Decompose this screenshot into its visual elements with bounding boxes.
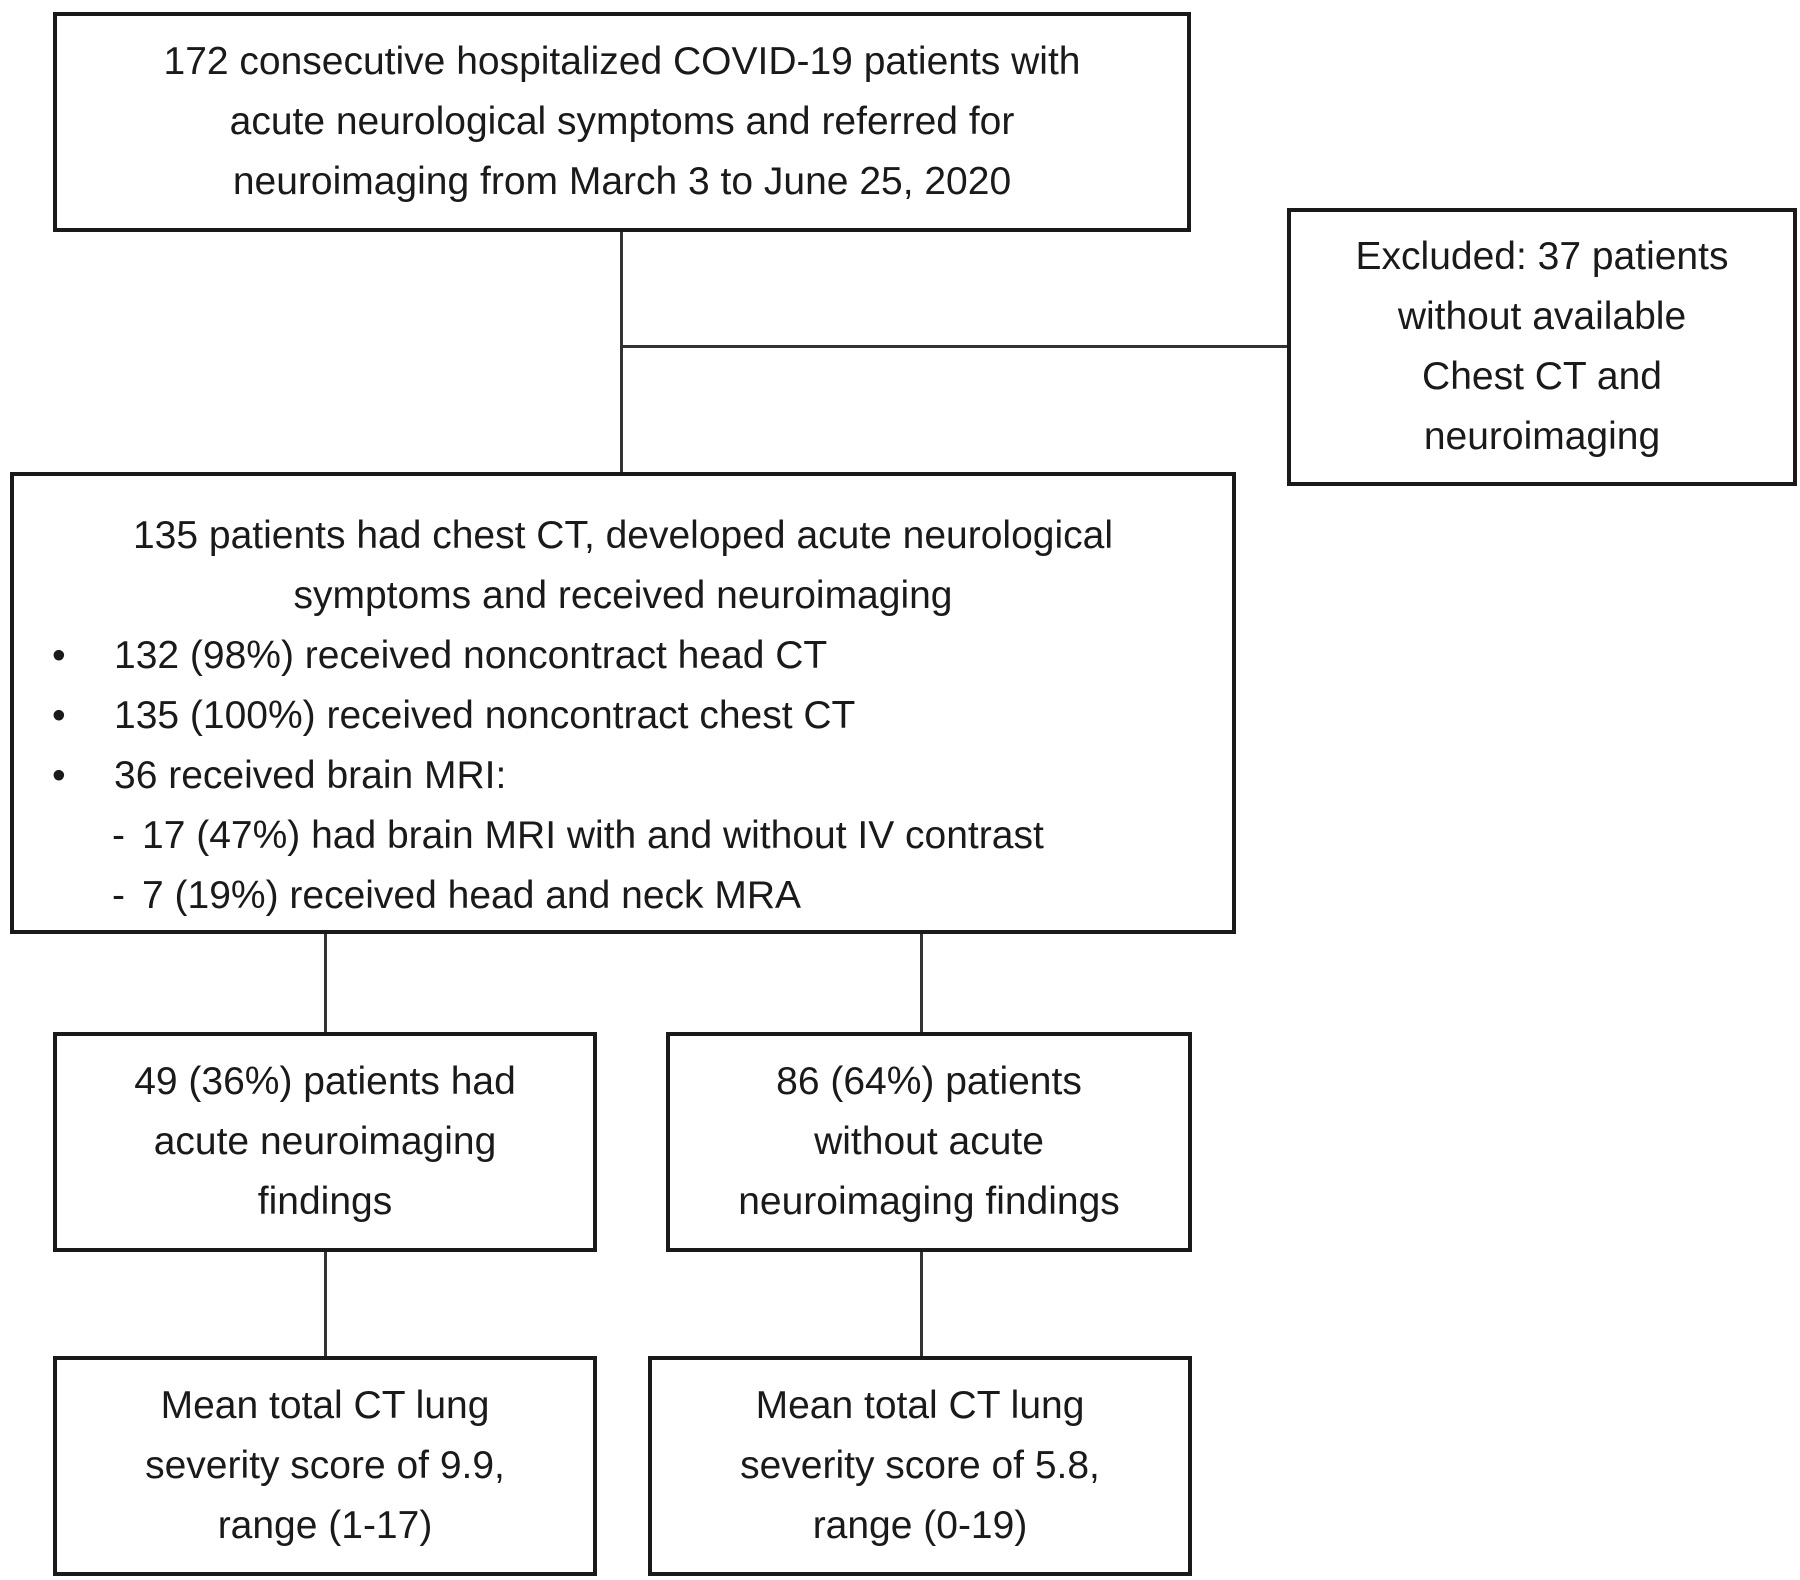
excluded-line: Excluded: 37 patients [1355, 235, 1729, 278]
non-acute-score-line: Mean total CT lung [755, 1384, 1085, 1427]
non-acute-severity-score-box: Mean total CT lung severity score of 5.8… [648, 1356, 1192, 1576]
acute-score-line: range (1-17) [217, 1504, 433, 1547]
bullet-mark: • [52, 754, 66, 797]
connector-enrolled-to-included [620, 230, 623, 475]
excluded-patients-box: Excluded: 37 patients without available … [1287, 208, 1797, 486]
subbullet-text: 17 (47%) had brain MRI with and without … [142, 814, 1044, 857]
mri-subbullet-item: - 7 (19%) received head and neck MRA [14, 866, 1232, 926]
acute-line: acute neuroimaging [153, 1120, 497, 1163]
acute-score-line: severity score of 9.9, [145, 1444, 505, 1487]
connector-acute-to-score [324, 1252, 327, 1359]
excluded-line: Chest CT and [1422, 355, 1662, 398]
non-acute-score-line: range (0-19) [812, 1504, 1028, 1547]
bullet-text: 132 (98%) received noncontract head CT [114, 634, 828, 677]
acute-score-line: Mean total CT lung [160, 1384, 490, 1427]
non-acute-findings-box: 86 (64%) patients without acute neuroima… [666, 1032, 1192, 1252]
enrolled-line: 172 consecutive hospitalized COVID-19 pa… [163, 40, 1081, 83]
excluded-line: without available [1397, 295, 1687, 338]
bullet-mark: • [52, 694, 66, 737]
non-acute-line: without acute [814, 1120, 1044, 1163]
non-acute-line: 86 (64%) patients [776, 1060, 1082, 1103]
connector-non-acute-to-score [920, 1252, 923, 1359]
subbullet-text: 7 (19%) received head and neck MRA [142, 874, 802, 917]
enrolled-patients-box: 172 consecutive hospitalized COVID-19 pa… [53, 12, 1191, 232]
subbullet-mark: - [112, 814, 125, 857]
included-heading-line: symptoms and received neuroimaging [293, 574, 953, 617]
connector-to-excluded [620, 345, 1290, 348]
enrolled-line: neuroimaging from March 3 to June 25, 20… [232, 160, 1012, 203]
imaging-bullet-item: • 132 (98%) received noncontract head CT [14, 626, 1232, 686]
bullet-text: 36 received brain MRI: [114, 754, 507, 797]
acute-findings-box: 49 (36%) patients had acute neuroimaging… [53, 1032, 597, 1252]
included-heading-line: 135 patients had chest CT, developed acu… [132, 514, 1113, 557]
connector-included-to-non-acute [920, 934, 923, 1034]
imaging-bullet-item: • 135 (100%) received noncontract chest … [14, 686, 1232, 746]
acute-line: findings [257, 1180, 393, 1223]
included-patients-box: 135 patients had chest CT, developed acu… [10, 472, 1236, 934]
non-acute-score-line: severity score of 5.8, [740, 1444, 1100, 1487]
imaging-bullet-item: • 36 received brain MRI: [14, 746, 1232, 806]
connector-included-to-acute [324, 934, 327, 1034]
mri-subbullet-item: - 17 (47%) had brain MRI with and withou… [14, 806, 1232, 866]
acute-severity-score-box: Mean total CT lung severity score of 9.9… [53, 1356, 597, 1576]
bullet-mark: • [52, 634, 66, 677]
excluded-line: neuroimaging [1423, 415, 1661, 458]
non-acute-line: neuroimaging findings [738, 1180, 1120, 1223]
acute-line: 49 (36%) patients had [134, 1060, 516, 1103]
subbullet-mark: - [112, 874, 125, 917]
bullet-text: 135 (100%) received noncontract chest CT [114, 694, 856, 737]
enrolled-line: acute neurological symptoms and referred… [229, 100, 1015, 143]
